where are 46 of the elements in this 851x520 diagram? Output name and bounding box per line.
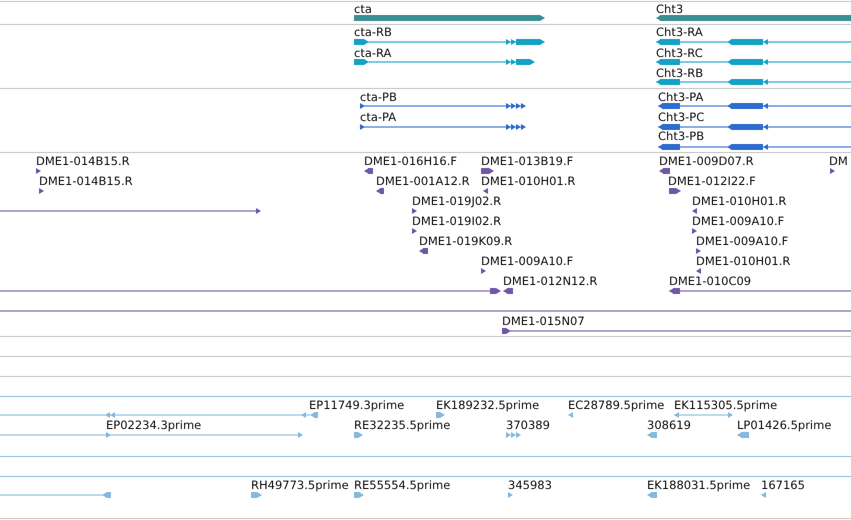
feature-label: EK188031.5prime xyxy=(647,478,750,492)
feature-label: DME1-009A10.F xyxy=(692,214,784,228)
feature-label: EP02234.3prime xyxy=(106,418,202,432)
feature-label: 167165 xyxy=(761,478,805,492)
feature-label: DME1-012I22.F xyxy=(668,174,756,188)
feature-label: DME1-019I02.R xyxy=(412,214,502,228)
feature-label: Cht3-RB xyxy=(656,66,704,80)
feature-label: DME1-016H16.F xyxy=(364,154,458,168)
feature-label: DME1-001A12.R xyxy=(376,174,470,188)
feature-label: cta-RB xyxy=(354,25,392,39)
feature-label: DME1-009A10.F xyxy=(481,254,574,268)
feature-label: DME1-019K09.R xyxy=(419,234,512,248)
feature-label: DME1-014B15.R xyxy=(36,154,130,168)
feature-label: DME1-012N12.R xyxy=(503,274,598,288)
feature-label: DME1-010H01.R xyxy=(696,254,790,268)
feature-label: DME1-015N07 xyxy=(502,314,585,328)
feature-label: DME1-009A10.F xyxy=(696,234,788,248)
feature-label: Cht3-RC xyxy=(656,46,703,60)
feature-label: EK189232.5prime xyxy=(436,398,540,412)
feature-label: DM xyxy=(829,154,848,168)
feature-label: DME1-014B15.R xyxy=(39,174,133,188)
feature-label: DME1-009D07.R xyxy=(659,154,754,168)
feature-label: Cht3 xyxy=(656,2,684,16)
feature-label: DME1-010H01.R xyxy=(692,194,786,208)
feature-label: 345983 xyxy=(508,478,552,492)
feature-label: cta-PB xyxy=(360,90,397,104)
feature-label: 308619 xyxy=(647,418,691,432)
feature-label: Cht3-PA xyxy=(658,90,704,104)
feature-label: EC28789.5prime xyxy=(568,398,664,412)
feature-label: DME1-010C09 xyxy=(669,274,752,288)
feature-label: DME1-019J02.R xyxy=(412,194,502,208)
feature-label: EP11749.3prime xyxy=(309,398,404,412)
feature-label: cta xyxy=(354,2,372,16)
feature-label: Cht3-RA xyxy=(656,25,703,39)
feature-label: cta-PA xyxy=(360,110,396,124)
feature-label: DME1-010H01.R xyxy=(481,174,576,188)
feature-label: RE32235.5prime xyxy=(354,418,450,432)
feature-label: RH49773.5prime xyxy=(251,478,349,492)
feature-label: Cht3-PC xyxy=(658,110,704,124)
feature-label: RE55554.5prime xyxy=(354,478,450,492)
feature-label: LP01426.5prime xyxy=(737,418,832,432)
feature-label: Cht3-PB xyxy=(658,129,704,143)
feature-label: 370389 xyxy=(506,418,550,432)
feature-label: cta-RA xyxy=(354,46,392,60)
feature-label: DME1-013B19.F xyxy=(481,154,574,168)
feature-label: EK115305.5prime xyxy=(674,398,778,412)
